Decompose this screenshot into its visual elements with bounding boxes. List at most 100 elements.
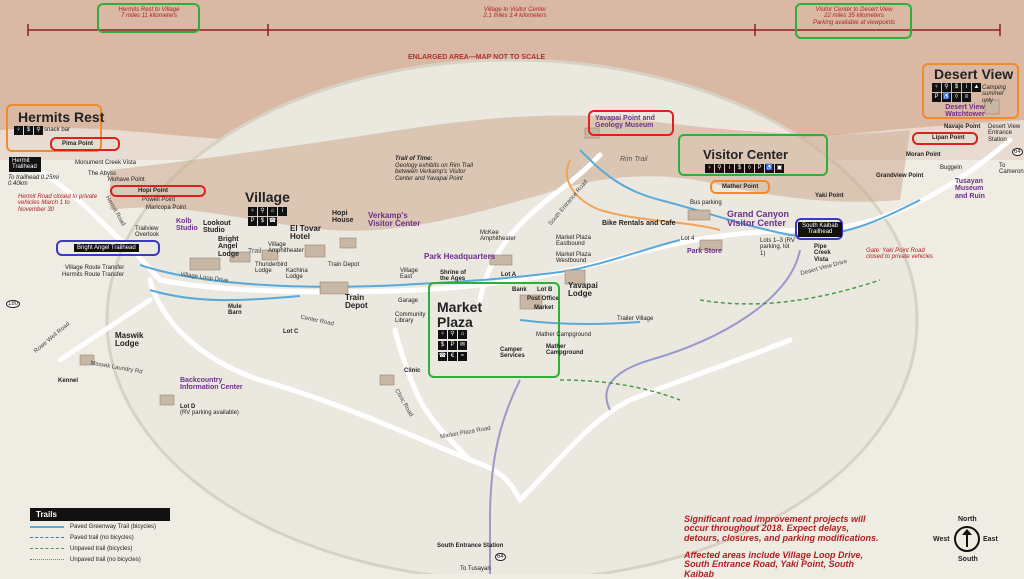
- info-icon: i: [725, 164, 734, 173]
- garage[interactable]: Garage: [398, 298, 419, 304]
- yaki-point[interactable]: Yaki Point: [815, 193, 844, 199]
- water-icon: ◊: [952, 93, 961, 102]
- shrine-of-ages[interactable]: Shrine of the Ages: [440, 270, 467, 283]
- compass-north: North: [958, 516, 977, 523]
- pipe-creek-vista[interactable]: Pipe Creek Vista: [814, 244, 831, 263]
- el-tovar-hotel[interactable]: El Tovar Hotel: [290, 224, 321, 242]
- lot-a[interactable]: Lot A: [501, 272, 517, 278]
- hopi-point-box: [110, 185, 206, 197]
- to-trailhead: To trailhead 0.25mi 0.40km: [8, 175, 59, 188]
- parking-icon: P: [755, 164, 764, 173]
- desert-view-watchtower[interactable]: Desert View Watchtower: [945, 104, 985, 119]
- lipan-point[interactable]: Lipan Point: [932, 135, 965, 141]
- telephone-icon: ☎: [438, 352, 447, 361]
- mather-point[interactable]: Mather Point: [722, 184, 759, 190]
- mckee-amphitheater[interactable]: McKee Amphitheater: [480, 230, 516, 243]
- hopi-point[interactable]: Hopi Point: [138, 188, 168, 194]
- mohave-point[interactable]: Mohave Point: [108, 177, 145, 183]
- grand-canyon-visitor-center[interactable]: Grand Canyon Visitor Center: [727, 209, 790, 229]
- trailview-overlook[interactable]: Trailview Overlook: [135, 226, 160, 239]
- parking-icon: P: [932, 93, 941, 102]
- restroom-icon: ♀: [932, 83, 941, 92]
- water-icon: ◊: [745, 164, 754, 173]
- navajo-point[interactable]: Navajo Point: [944, 124, 981, 130]
- trails-legend: Trails Paved Greenway Trail (bicycles) P…: [30, 508, 170, 565]
- village-route-transfer[interactable]: Village Route Transfer: [65, 265, 125, 271]
- community-library[interactable]: Community Library: [395, 312, 426, 325]
- hermits-route-transfer[interactable]: Hermits Route Transfer: [62, 272, 125, 278]
- trailer-village[interactable]: Trailer Village: [617, 316, 654, 322]
- pima-point[interactable]: Pima Point: [62, 141, 94, 147]
- mule-barn[interactable]: Mule Barn: [228, 304, 242, 317]
- visitor-center-title: Visitor Center: [703, 147, 789, 162]
- parking-icon: P: [448, 341, 457, 350]
- lot-4[interactable]: Lot 4: [681, 236, 695, 242]
- accessible-icon: ♿: [765, 164, 774, 173]
- desert-view-station[interactable]: Desert View Entrance Station: [988, 124, 1021, 143]
- clinic[interactable]: Clinic: [404, 368, 421, 374]
- kachina-lodge[interactable]: Kachina Lodge: [286, 268, 308, 281]
- atm-icon: €: [448, 352, 457, 361]
- hermit-trailhead[interactable]: Hermit Trailhead: [9, 157, 41, 172]
- park-store[interactable]: Park Store: [687, 248, 723, 255]
- market-westbound[interactable]: Market Plaza Westbound: [556, 252, 592, 265]
- thunderbird-lodge[interactable]: Thunderbird Lodge: [255, 262, 288, 275]
- lot-d[interactable]: Lot D: [180, 404, 196, 410]
- buggeln[interactable]: Buggeln: [940, 165, 963, 171]
- market[interactable]: Market: [534, 305, 554, 311]
- compass-east: East: [983, 536, 998, 543]
- maswik-lodge[interactable]: Maswik Lodge: [115, 331, 144, 349]
- shop-icon: $: [438, 341, 447, 350]
- shower-icon: ≈: [458, 352, 467, 361]
- mather-campground-1[interactable]: Mather Campground: [536, 332, 592, 338]
- bus-parking[interactable]: Bus parking: [690, 200, 722, 206]
- compass: North West East South: [928, 514, 1008, 570]
- bank[interactable]: Bank: [512, 287, 527, 293]
- moran-point[interactable]: Moran Point: [906, 152, 941, 158]
- enlarged-note: ENLARGED AREA—MAP NOT TO SCALE: [408, 54, 546, 61]
- trail-of-time-note: Geology exhibits on Rim Trail between Ve…: [395, 163, 473, 182]
- monument-creek[interactable]: Monument Creek Vista: [75, 160, 136, 166]
- yavapai-lodge[interactable]: Yavapai Lodge: [568, 281, 598, 299]
- visitor-center-icons: ♀⚲i$◊P♿▣: [705, 164, 784, 173]
- village-amphitheater[interactable]: Village Amphitheater: [268, 242, 304, 255]
- village-east[interactable]: Village East: [400, 268, 418, 281]
- trail-label: Trail: [248, 248, 262, 255]
- train-depot[interactable]: Train Depot: [345, 293, 368, 311]
- hopi-house[interactable]: Hopi House: [332, 210, 354, 225]
- kennel[interactable]: Kennel: [58, 378, 79, 384]
- market-eastbound[interactable]: Market Plaza Eastbound: [556, 235, 592, 248]
- yavapai-point[interactable]: Yavapai Point and Geology Museum: [595, 115, 655, 130]
- lookout-studio[interactable]: Lookout Studio: [203, 220, 231, 235]
- kolb-studio[interactable]: Kolb Studio: [176, 218, 198, 233]
- to-tusayan: To Tusayan: [460, 566, 491, 572]
- lots-1-3[interactable]: Lots 1–3 (RV parking, lot 1): [760, 238, 795, 257]
- south-kaibab-trailhead[interactable]: South Kaibab Trailhead: [798, 222, 842, 237]
- lot-b[interactable]: Lot B: [537, 287, 553, 293]
- south-entrance-station[interactable]: South Entrance Station: [437, 543, 504, 549]
- bright-angel-trailhead[interactable]: Bright Angel Trailhead: [74, 244, 139, 253]
- village-title: Village: [245, 189, 290, 205]
- verkamps-vc[interactable]: Verkamp's Visitor Center: [368, 211, 421, 229]
- lot-c[interactable]: Lot C: [283, 329, 299, 335]
- the-abyss[interactable]: The Abyss: [88, 171, 117, 177]
- camping-icon: ▲: [972, 83, 981, 92]
- tusayan-museum[interactable]: Tusayan Museum and Ruin: [955, 178, 985, 200]
- powell-point[interactable]: Powell Point: [142, 197, 176, 203]
- bike-rentals[interactable]: Bike Rentals and Cafe: [602, 220, 676, 227]
- backcountry-info[interactable]: Backcountry Information Center: [180, 377, 243, 392]
- grandview-point[interactable]: Grandview Point: [876, 173, 924, 179]
- park-headquarters[interactable]: Park Headquarters: [424, 252, 496, 261]
- compass-south: South: [958, 556, 978, 563]
- post-office[interactable]: Post Office: [527, 296, 559, 302]
- maricopa-point[interactable]: Maricopa Point: [146, 205, 187, 211]
- info-icon: i: [278, 207, 287, 216]
- camper-services[interactable]: Camper Services: [500, 347, 525, 360]
- food-icon: ⚲: [942, 83, 951, 92]
- mather-campground-2[interactable]: Mather Campground: [546, 344, 584, 357]
- bright-angel-lodge[interactable]: Bright Angel Lodge: [218, 236, 239, 258]
- shop-icon: $: [24, 126, 33, 135]
- legend-item: Paved Greenway Trail (bicycles): [30, 521, 170, 532]
- train-depot-small[interactable]: Train Depot: [328, 262, 360, 268]
